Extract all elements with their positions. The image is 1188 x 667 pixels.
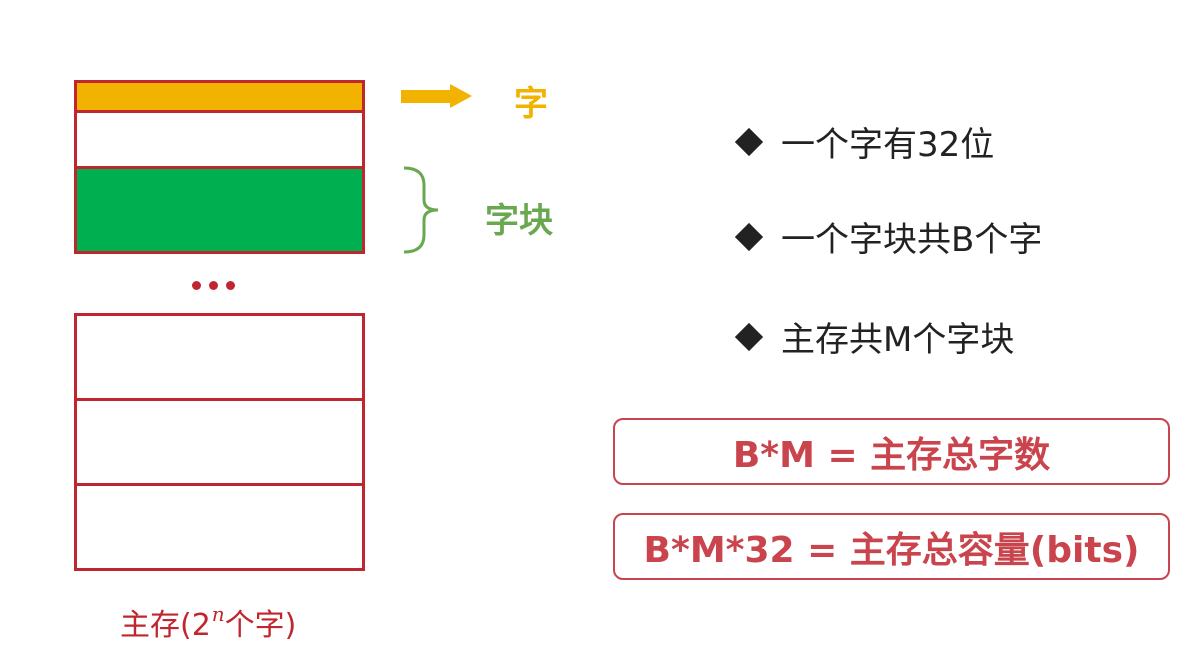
block-row (74, 166, 365, 254)
formula-total-words: B*M = 主存总字数 (613, 418, 1170, 485)
bullet-item-block-words: 一个字块共B个字 (733, 212, 1042, 261)
ellipsis-dot (192, 281, 201, 290)
block-brace-icon (403, 166, 439, 254)
memory-row-2 (74, 110, 365, 169)
word-row (74, 80, 365, 113)
bullet-text: 一个字块共B个字 (781, 220, 1043, 260)
formula-text: B*M = 主存总字数 (732, 434, 1051, 476)
block-label: 字块 (485, 201, 553, 241)
diamond-bullet-icon (734, 127, 764, 156)
bullet-text: 主存共M个字块 (781, 320, 1015, 360)
memory-caption: 主存(2n个字) (120, 600, 296, 644)
word-arrow-head (450, 84, 472, 108)
word-arrow-shaft (401, 90, 453, 103)
formula-text: B*M*32 = 主存总容量(bits) (643, 529, 1140, 571)
memory-block-lower-2 (74, 398, 365, 486)
bullet-text: 一个字有32位 (781, 125, 995, 165)
memory-block-lower-3 (74, 483, 365, 571)
ellipsis-dots (192, 281, 235, 290)
formula-total-capacity: B*M*32 = 主存总容量(bits) (613, 513, 1170, 580)
word-label: 字 (514, 84, 548, 124)
ellipsis-dot (209, 281, 218, 290)
caption-prefix: 主存(2 (120, 608, 211, 643)
diamond-bullet-icon (734, 222, 764, 251)
caption-exponent: n (211, 602, 225, 626)
bullet-item-memory-blocks: 主存共M个字块 (733, 312, 1014, 361)
bullet-item-word-bits: 一个字有32位 (733, 117, 994, 166)
diamond-bullet-icon (734, 322, 764, 351)
caption-suffix: 个字) (224, 608, 297, 643)
ellipsis-dot (226, 281, 235, 290)
memory-block-lower-1 (74, 313, 365, 401)
